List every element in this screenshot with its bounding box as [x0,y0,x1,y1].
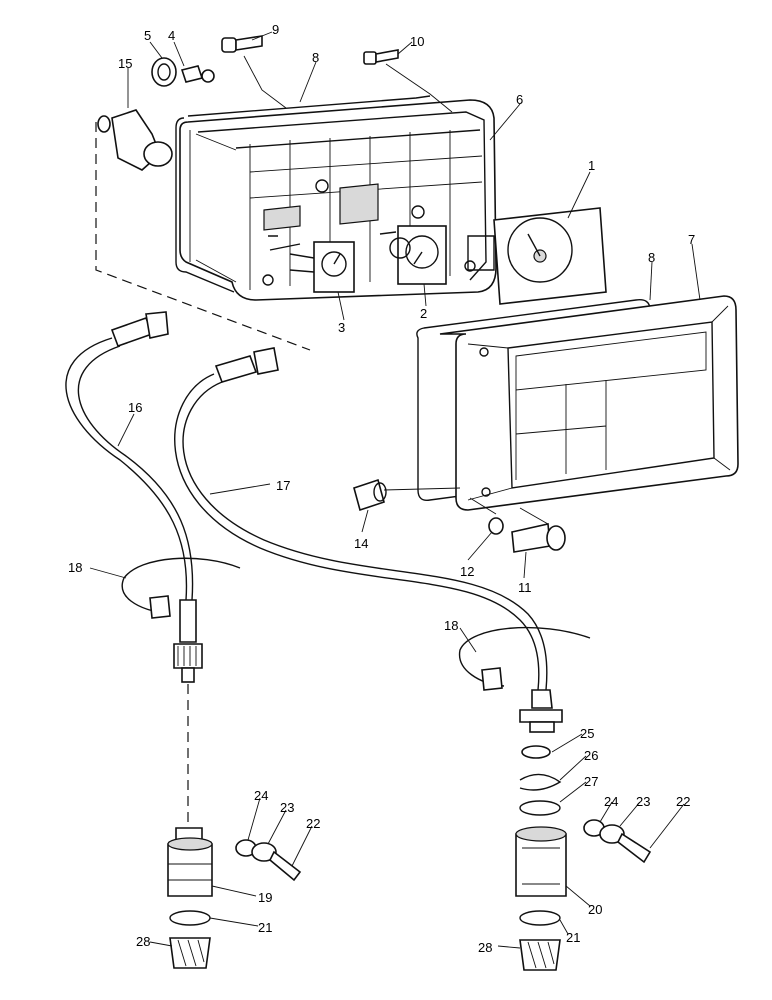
callout-25: 25 [580,726,594,741]
bulb-4 [180,65,215,83]
callout-21-right: 21 [566,930,580,945]
callout-24-left: 24 [254,788,268,803]
callout-3: 3 [338,320,345,335]
housing-gasket [175,95,431,293]
callout-23-left: 23 [280,800,294,815]
callout-17: 17 [276,478,290,493]
callout-16: 16 [128,400,142,415]
cable-adaptor-15 [97,109,173,171]
speedo-cable-16 [65,311,203,683]
callout-27: 27 [584,774,598,789]
callout-5: 5 [144,28,151,43]
callout-2: 2 [420,306,427,321]
callout-1: 1 [588,158,595,173]
instrument-bezel [416,295,739,511]
callout-28-left: 28 [136,934,150,949]
small-gauge-3 [289,241,355,293]
callout-7: 7 [688,232,695,247]
callout-leaders [89,31,701,949]
callout-22-left: 22 [306,816,320,831]
screw-11 [511,523,566,553]
callout-24-right: 24 [604,794,618,809]
callout-8-housing: 8 [312,50,319,65]
callout-21-left: 21 [258,920,272,935]
screw-9 [221,35,263,53]
callout-26: 26 [584,748,598,763]
drive-parts-right [515,745,567,971]
small-gauge-2 [389,225,447,285]
callout-10: 10 [410,34,424,49]
screw-9-leader [243,55,287,109]
fittings-right-22-23-24 [583,819,652,864]
callout-23-right: 23 [636,794,650,809]
callout-4: 4 [168,28,175,43]
callout-8-bezel: 8 [648,250,655,265]
cable-routing-dashed-line [95,122,311,351]
washer-12 [488,517,504,535]
callout-22-right: 22 [676,794,690,809]
fittings-left-22-23-24 [235,839,302,882]
cable-strap-18-right [458,626,591,691]
screw-11-leader [469,497,549,525]
nut-14 [353,478,387,512]
callout-19: 19 [258,890,272,905]
callout-20: 20 [588,902,602,917]
nut-14-leader [383,487,461,491]
drive-parts-left [167,827,213,969]
cable-strap-18-left [121,557,241,619]
callout-9: 9 [272,22,279,37]
callout-28-right: 28 [478,940,492,955]
screw-10-leader [385,63,453,113]
callout-12: 12 [460,564,474,579]
bulb-holder-5 [151,57,177,87]
screw-10 [363,49,399,65]
callout-15: 15 [118,56,132,71]
callout-11: 11 [518,580,532,595]
callout-18-right: 18 [444,618,458,633]
speedo-cable-17 [174,347,563,733]
large-gauge-1 [467,207,607,305]
callout-14: 14 [354,536,368,551]
callout-6: 6 [516,92,523,107]
callout-18-left: 18 [68,560,82,575]
